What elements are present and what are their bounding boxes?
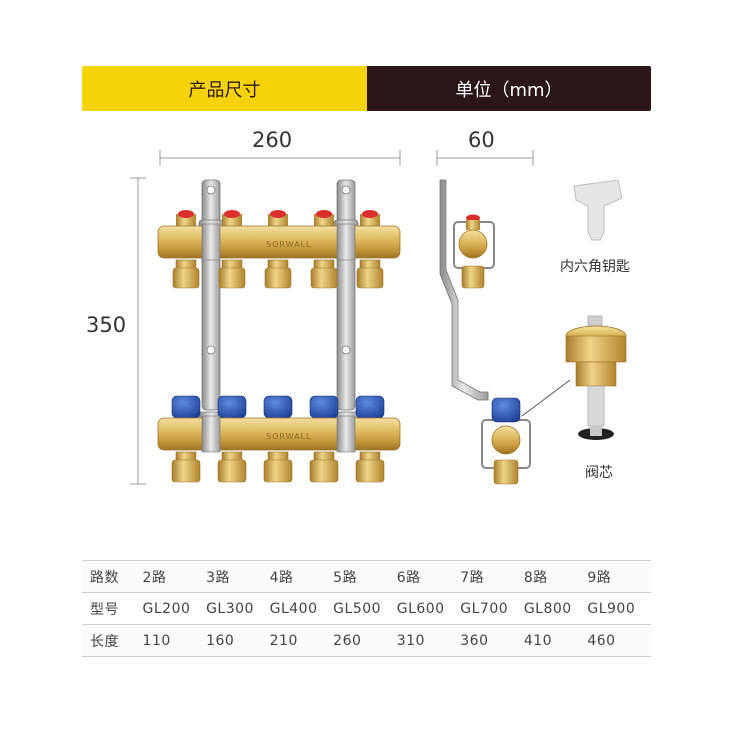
table-cell: GL300 — [206, 592, 270, 625]
brand-mark-bottom: SORWALL — [266, 432, 312, 441]
table-cell: 7路 — [460, 560, 524, 593]
valve-core-label: 阀芯 — [585, 465, 613, 481]
manifold-front-view — [157, 179, 401, 483]
table-cell: GL600 — [396, 592, 461, 625]
table-row: 长度 110 160 210 260 310 360 410 460 — [82, 624, 651, 657]
hex-key-label: 内六角钥匙 — [560, 259, 630, 275]
table-cell: 4路 — [269, 560, 334, 593]
red-caps-row — [176, 210, 380, 226]
table-cell: 210 — [269, 624, 334, 657]
unit-title: 单位（mm） — [367, 66, 651, 111]
table-cell: 6路 — [396, 560, 461, 593]
height-label: 350 — [86, 313, 127, 337]
header-bar: 产品尺寸 单位（mm） — [82, 66, 651, 111]
manifold-side-view — [439, 179, 571, 485]
table-cell: 310 — [396, 624, 461, 657]
table-cell: 2路 — [142, 560, 207, 593]
table-row: 型号 GL200 GL300 GL400 GL500 GL600 GL700 G… — [82, 592, 651, 625]
table-cell: 260 — [333, 624, 397, 657]
table-cell: GL500 — [333, 592, 397, 625]
spec-table: 路数 2路 3路 4路 5路 6路 7路 8路 9路 型号 GL200 GL30… — [82, 560, 651, 657]
width-main-label: 260 — [252, 128, 293, 152]
row-header: 长度 — [82, 624, 143, 657]
dimension-lines — [130, 150, 534, 485]
table-cell: GL400 — [269, 592, 334, 625]
table-cell: 160 — [206, 624, 270, 657]
table-cell: 410 — [523, 624, 588, 657]
valve-core-icon — [565, 315, 627, 440]
table-cell: 9路 — [587, 560, 651, 593]
table-cell: GL200 — [142, 592, 207, 625]
table-cell: GL900 — [587, 592, 651, 625]
table-cell: GL700 — [460, 592, 524, 625]
table-row: 路数 2路 3路 4路 5路 6路 7路 8路 9路 — [82, 560, 651, 593]
table-cell: 8路 — [523, 560, 588, 593]
row-header: 路数 — [82, 560, 143, 593]
brand-mark-top: SORWALL — [266, 240, 312, 249]
table-cell: 3路 — [206, 560, 270, 593]
row-header: 型号 — [82, 592, 143, 625]
hex-key-icon — [573, 179, 623, 241]
product-size-title: 产品尺寸 — [82, 66, 367, 111]
table-cell: GL800 — [523, 592, 588, 625]
table-cell: 5路 — [333, 560, 397, 593]
table-cell: 360 — [460, 624, 524, 657]
supply-outlets — [172, 259, 384, 289]
width-side-label: 60 — [468, 128, 495, 152]
table-cell: 110 — [142, 624, 207, 657]
table-cell: 460 — [587, 624, 651, 657]
return-outlets — [171, 451, 385, 483]
